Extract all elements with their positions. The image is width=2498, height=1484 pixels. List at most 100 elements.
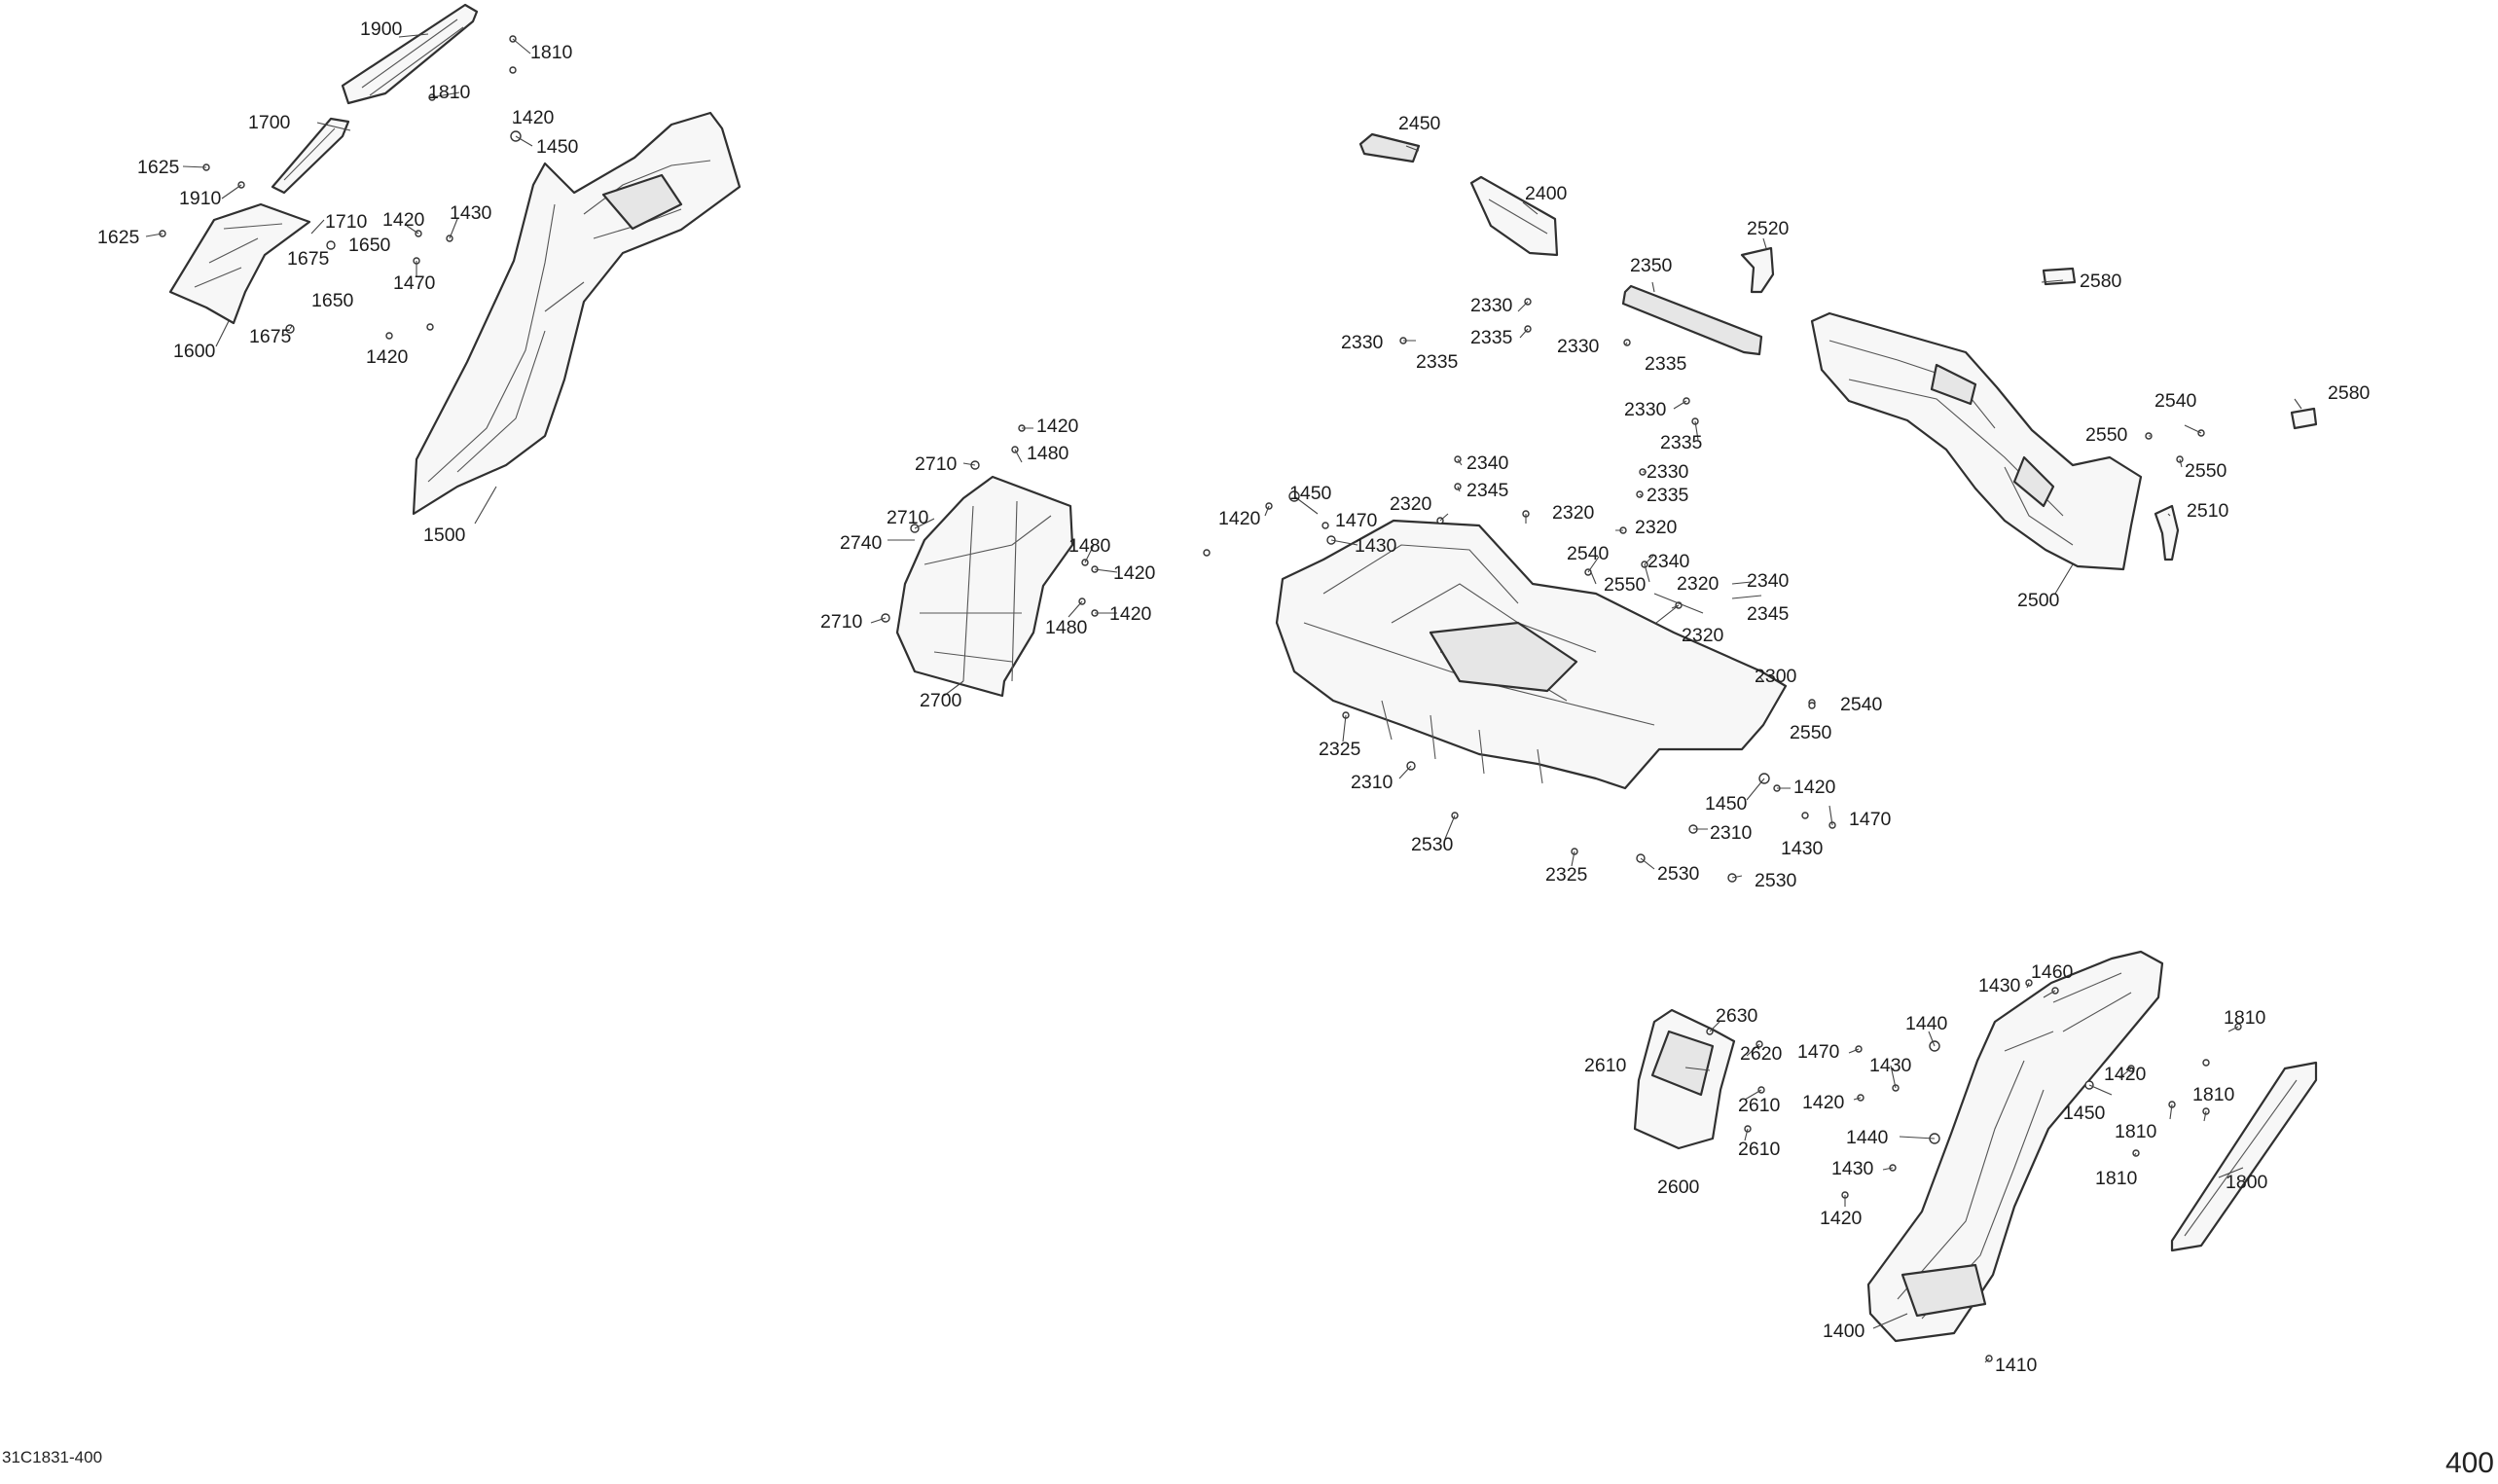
callout-label: 1400 <box>1823 1321 1865 1342</box>
callout-label: 1480 <box>1068 535 1111 557</box>
callout-label: 1430 <box>1869 1055 1912 1076</box>
callout-label: 1810 <box>2224 1007 2266 1029</box>
callout-label: 1470 <box>1849 809 1892 830</box>
callout-label: 1420 <box>1802 1092 1845 1113</box>
part-shape-2450 <box>1358 132 1421 163</box>
callout-label: 1480 <box>1027 443 1069 464</box>
callout-label: 2325 <box>1319 739 1361 760</box>
callout-label: 2335 <box>1470 327 1513 348</box>
callout-label: 1420 <box>1109 603 1152 625</box>
callout-label: 2450 <box>1398 113 1441 134</box>
callout-label: 2345 <box>1466 480 1509 501</box>
callout-label: 1625 <box>97 227 140 248</box>
callout-label: 1480 <box>1045 617 1088 638</box>
callout-label: 2320 <box>1677 573 1720 595</box>
callout-label: 2710 <box>887 507 929 528</box>
callout-label: 2610 <box>1584 1055 1627 1076</box>
callout-label: 2710 <box>915 453 958 475</box>
callout-label: 1430 <box>1978 975 2021 996</box>
callout-label: 2320 <box>1682 625 1724 646</box>
callout-label: 1440 <box>1905 1013 1948 1034</box>
part-shape-1600 <box>168 202 311 325</box>
callout-label: 1430 <box>1831 1158 1874 1179</box>
callout-label: 2300 <box>1755 666 1797 687</box>
callout-label: 1500 <box>423 525 466 546</box>
callout-label: 1410 <box>1995 1355 2038 1376</box>
callout-label: 2335 <box>1416 351 1459 373</box>
callout-label: 1700 <box>248 112 291 133</box>
callout-label: 1470 <box>393 272 436 294</box>
callout-label: 2550 <box>2185 460 2227 482</box>
callout-label: 1810 <box>2192 1084 2235 1105</box>
callout-label: 2630 <box>1716 1005 1758 1027</box>
callout-label: 2530 <box>1657 863 1700 885</box>
part-shape-1900 <box>341 3 479 105</box>
part-shape-2350 <box>1621 284 1763 356</box>
callout-label: 2325 <box>1545 864 1588 886</box>
part-shape-2300 <box>1275 519 1788 790</box>
callout-label: 2330 <box>1470 295 1513 316</box>
callout-label: 2580 <box>2328 382 2371 404</box>
callout-label: 2610 <box>1738 1139 1781 1160</box>
callout-label: 2330 <box>1557 336 1600 357</box>
callout-label: 2335 <box>1647 485 1689 506</box>
part-shape-1400 <box>1866 950 2164 1343</box>
callout-label: 1470 <box>1797 1041 1840 1063</box>
callout-label: 2700 <box>920 690 962 711</box>
callout-label: 2320 <box>1552 502 1595 524</box>
part-shape-1800 <box>2170 1061 2318 1252</box>
callout-label: 2530 <box>1411 834 1454 855</box>
callout-label: 1600 <box>173 341 216 362</box>
callout-label: 1810 <box>428 82 471 103</box>
callout-label: 1420 <box>1793 777 1836 798</box>
callout-label: 1650 <box>348 235 391 256</box>
figure-reference-code: 31C1831-400 <box>2 1448 103 1466</box>
callout-label: 2330 <box>1624 399 1667 420</box>
callout-label: 1420 <box>512 107 555 128</box>
callout-label: 1450 <box>2063 1103 2106 1124</box>
callout-label: 2400 <box>1525 183 1568 204</box>
page-number: 400 <box>2444 1447 2494 1479</box>
part-shape-2400 <box>1469 175 1559 257</box>
callout-label: 1420 <box>1036 416 1079 437</box>
callout-label: 1430 <box>450 202 492 224</box>
callout-label: 2310 <box>1710 822 1753 844</box>
callout-label: 2740 <box>840 532 883 554</box>
callout-label: 1810 <box>2115 1121 2157 1142</box>
callout-label: 2345 <box>1747 603 1790 625</box>
callout-label: 1420 <box>1218 508 1261 529</box>
callout-label: 1420 <box>1820 1208 1863 1229</box>
callout-label: 2330 <box>1341 332 1384 353</box>
callout-label: 1675 <box>287 248 330 270</box>
callout-label: 2600 <box>1657 1176 1700 1198</box>
callout-label: 2335 <box>1645 353 1687 375</box>
callout-label: 1910 <box>179 188 222 209</box>
callout-label: 1450 <box>1705 793 1748 814</box>
callout-label: 2500 <box>2017 590 2060 611</box>
callout-label: 2620 <box>1740 1043 1783 1065</box>
callout-label: 1430 <box>1355 535 1397 557</box>
callout-label: 2320 <box>1635 517 1678 538</box>
fastener-icons <box>159 35 2242 1362</box>
part-shape-2580 <box>2042 267 2318 430</box>
callout-label: 1470 <box>1335 510 1378 531</box>
callout-label: 1450 <box>536 136 579 158</box>
callout-label: 2610 <box>1738 1095 1781 1116</box>
callout-label: 2530 <box>1755 870 1797 891</box>
callout-label: 1420 <box>366 346 409 368</box>
leader-lines <box>145 33 2302 1363</box>
callout-label: 1900 <box>360 18 403 40</box>
part-shape-2600 <box>1633 1008 1736 1150</box>
callout-label: 1460 <box>2031 961 2074 983</box>
callout-label: 2580 <box>2080 271 2122 292</box>
callout-label: 1625 <box>137 157 180 178</box>
callout-label: 1420 <box>2104 1064 2147 1085</box>
callout-label: 1450 <box>1289 483 1332 504</box>
callout-label: 2550 <box>1604 574 1647 596</box>
callout-label: 1710 <box>325 211 368 233</box>
part-shape-2520 <box>1740 246 1775 294</box>
callout-label: 2540 <box>1567 543 1610 564</box>
callout-label: 2550 <box>1790 722 1832 743</box>
callout-label: 1430 <box>1781 838 1824 859</box>
